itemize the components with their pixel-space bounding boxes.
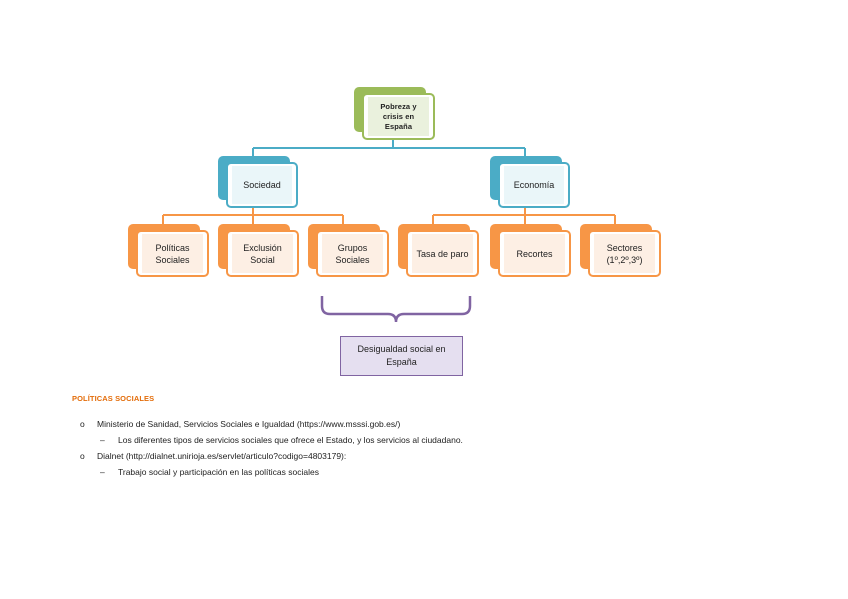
dash-icon: – <box>100 435 105 445</box>
grupos-line1: Grupos <box>337 242 368 253</box>
section-title: Políticas sociales <box>72 394 155 403</box>
sectores-line1: Sectores <box>606 242 643 253</box>
result-line2: España <box>386 357 417 367</box>
tasa-line1: Tasa de paro <box>416 248 469 259</box>
list-item: o Ministerio de Sanidad, Servicios Socia… <box>80 416 820 432</box>
economia-label: Economía <box>513 180 555 190</box>
sociedad-label: Sociedad <box>243 180 281 190</box>
dash-icon: – <box>100 467 105 477</box>
list-item-text[interactable]: Ministerio de Sanidad, Servicios Sociale… <box>97 419 401 429</box>
sub-list-item: – Trabajo social y participación en las … <box>80 464 820 480</box>
grupos-line2: Sociales <box>335 254 370 265</box>
grouping-brace <box>320 296 472 323</box>
recortes-line1: Recortes <box>516 248 553 259</box>
bullet-icon: o <box>80 419 85 429</box>
sub-list-item-text: Trabajo social y participación en las po… <box>118 467 319 477</box>
bullet-icon: o <box>80 451 85 461</box>
list-item-text[interactable]: Dialnet (http://dialnet.unirioja.es/serv… <box>97 451 347 461</box>
sub-list-item-text: Los diferentes tipos de servicios social… <box>118 435 463 445</box>
politicas-line2: Sociales <box>155 254 190 265</box>
result-line1: Desigualdad social en <box>357 344 446 354</box>
politicas-line1: Políticas <box>155 242 190 253</box>
exclusion-line1: Exclusión <box>243 242 282 253</box>
exclusion-line2: Social <box>250 254 275 265</box>
sectores-line2: (1º,2º,3º) <box>606 254 643 265</box>
resource-list: o Ministerio de Sanidad, Servicios Socia… <box>80 416 820 480</box>
list-item: o Dialnet (http://dialnet.unirioja.es/se… <box>80 448 820 464</box>
result-box: Desigualdad social en España <box>340 336 463 376</box>
root-label-line2: crisis en <box>382 111 415 121</box>
root-label-line1: Pobreza y <box>380 101 417 111</box>
root-label-line3: España <box>384 121 413 131</box>
sub-list-item: – Los diferentes tipos de servicios soci… <box>80 432 820 448</box>
